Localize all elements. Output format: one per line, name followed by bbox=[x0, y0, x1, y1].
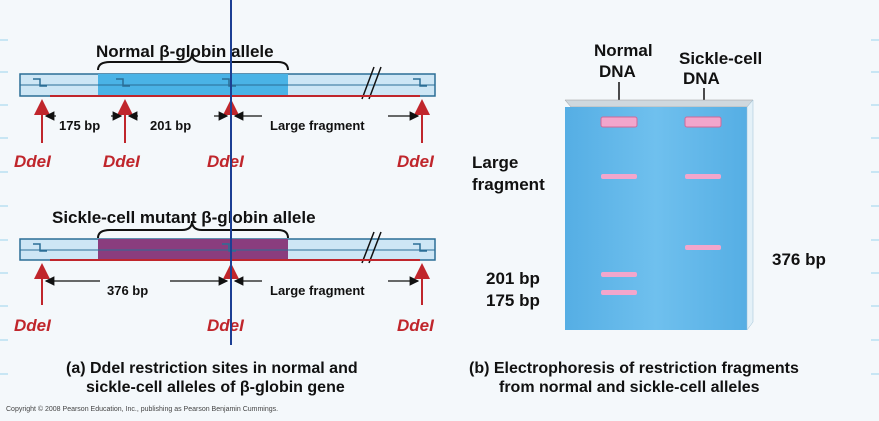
gel-slab bbox=[565, 107, 747, 330]
band-normal-175 bbox=[601, 290, 637, 295]
mutant-site-2: DdeI bbox=[207, 316, 245, 335]
normal-break-mark bbox=[361, 66, 382, 100]
band-sickle-well bbox=[684, 116, 722, 128]
mutant-allele-title: Sickle-cell mutant β-globin allele bbox=[52, 208, 316, 227]
gel-panel: Normal DNA Sickle-cell DNA Large fragmen… bbox=[472, 41, 826, 331]
normal-fragment-201: 201 bp bbox=[150, 118, 191, 133]
caption-b-line2: from normal and sickle-cell alleles bbox=[499, 379, 760, 396]
band-normal-large bbox=[601, 174, 637, 179]
gel-side-edge bbox=[746, 99, 754, 331]
band-sickle-376 bbox=[685, 245, 721, 250]
caption-b-line1: (b) Electrophoresis of restriction fragm… bbox=[469, 360, 799, 377]
mutant-site-1: DdeI bbox=[14, 316, 52, 335]
mutant-fragment-large: Large fragment bbox=[270, 283, 365, 298]
mutant-allele: Sickle-cell mutant β-globin allele 376 b… bbox=[14, 208, 436, 335]
normal-fragment-large: Large fragment bbox=[270, 118, 365, 133]
band-sickle-large bbox=[685, 174, 721, 179]
mutant-fragment-376: 376 bp bbox=[107, 283, 148, 298]
mutant-site-3: DdeI bbox=[397, 316, 435, 335]
lane-normal-label-1: Normal bbox=[594, 41, 653, 60]
gel-label-175: 175 bp bbox=[486, 291, 540, 310]
caption-a-line1: (a) DdeI restriction sites in normal and bbox=[66, 360, 358, 377]
band-normal-201 bbox=[601, 272, 637, 277]
mutant-break-mark bbox=[361, 231, 382, 264]
normal-site-1: DdeI bbox=[14, 152, 52, 171]
gel-label-large-1: Large bbox=[472, 153, 518, 172]
gel-top-edge bbox=[564, 99, 754, 108]
band-normal-well bbox=[600, 116, 638, 128]
lane-sickle-label-2: DNA bbox=[683, 69, 720, 88]
gel-label-large-2: fragment bbox=[472, 175, 545, 194]
lane-sickle-label-1: Sickle-cell bbox=[679, 49, 762, 68]
mutant-gene-brace bbox=[97, 220, 289, 239]
gel-label-201: 201 bp bbox=[486, 269, 540, 288]
side-ticks bbox=[0, 39, 879, 375]
copyright-notice: Copyright © 2008 Pearson Education, Inc.… bbox=[6, 405, 278, 413]
normal-allele-title: Normal β-globin allele bbox=[96, 42, 274, 61]
normal-site-4: DdeI bbox=[397, 152, 435, 171]
gel-label-376: 376 bp bbox=[772, 250, 826, 269]
normal-site-2: DdeI bbox=[103, 152, 141, 171]
lane-normal-label-2: DNA bbox=[599, 62, 636, 81]
caption-a-line2: sickle-cell alleles of β-globin gene bbox=[86, 379, 345, 396]
normal-allele: Normal β-globin allele bbox=[14, 42, 436, 171]
normal-site-3: DdeI bbox=[207, 152, 245, 171]
normal-fragment-175: 175 bp bbox=[59, 118, 100, 133]
normal-gene-brace bbox=[97, 52, 289, 71]
